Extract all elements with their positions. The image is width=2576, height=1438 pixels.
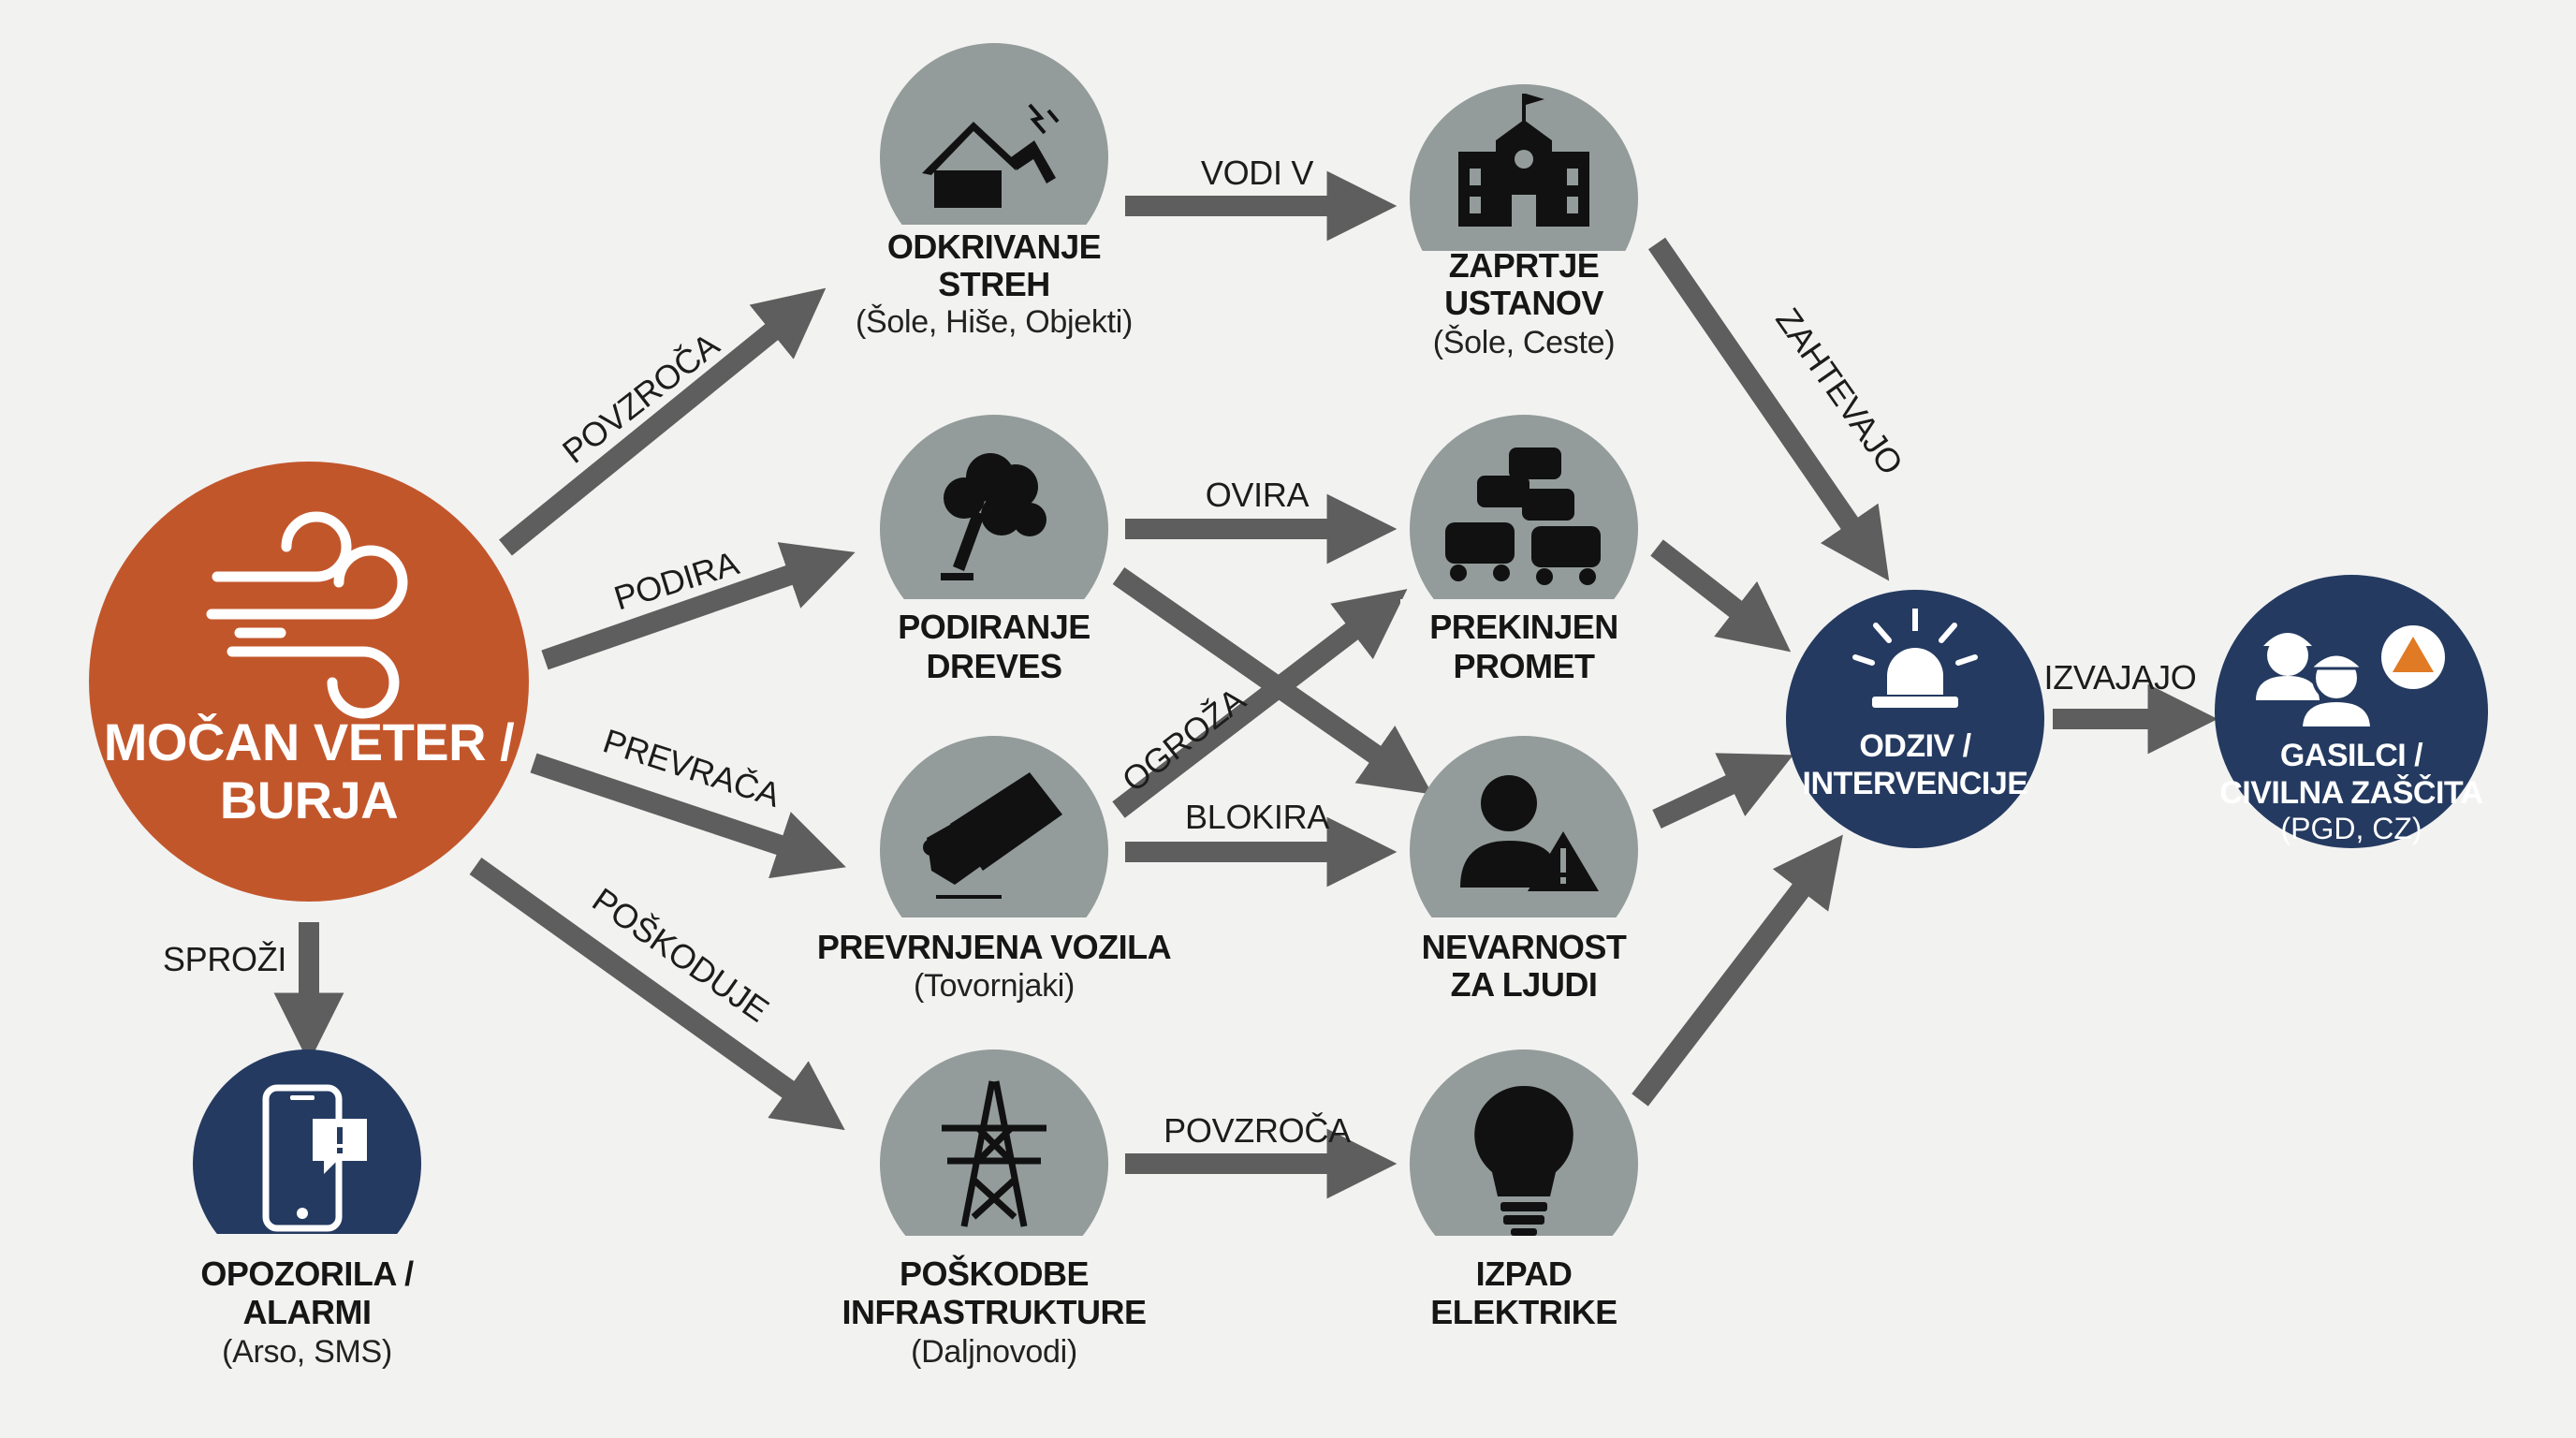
node-danger: NEVARNOST ZA LJUDI	[1400, 736, 1647, 1004]
node-title-2: DREVES	[926, 647, 1061, 685]
node-title: PREVRNJENA VOZILA	[817, 928, 1172, 966]
node-trees: PODIRANJE DREVES	[871, 415, 1118, 685]
edge-label-ovira: OVIRA	[1206, 476, 1310, 514]
power-pylon-icon	[942, 1080, 1046, 1227]
node-subtitle: (Arso, SMS)	[222, 1334, 392, 1370]
traffic-jam-icon	[1445, 448, 1601, 585]
node-title-2: STREH	[938, 265, 1050, 303]
node-title: IZPAD	[1476, 1255, 1573, 1293]
firefighters-civil-protection-icon	[2256, 625, 2445, 730]
edge-label-izvajajo: IZVAJAJO	[2044, 658, 2197, 697]
node-title-2: BURJA	[220, 770, 398, 829]
node-subtitle: (Šole, Ceste)	[1433, 325, 1616, 360]
node-subtitle: (PGD, CZ)	[2280, 812, 2422, 845]
node-title: OPOZORILA /	[200, 1255, 414, 1293]
person-warning-icon	[1460, 775, 1599, 891]
edge-label-povzroca-power: POVZROČA	[1164, 1111, 1351, 1150]
node-title: ODKRIVANJE	[887, 227, 1101, 266]
school-building-icon	[1458, 94, 1589, 227]
fallen-tree-icon	[941, 453, 1046, 580]
arrow-closure-to-response	[1647, 237, 1890, 581]
node-power: IZPAD ELEKTRIKE	[1400, 1049, 1647, 1331]
edge-label-blokira: BLOKIRA	[1185, 798, 1329, 836]
node-closure: ZAPRTJE USTANOV (Šole, Ceste)	[1400, 84, 1647, 360]
edge-label-vodi-v: VODI V	[1201, 154, 1314, 192]
node-title: MOČAN VETER /	[104, 712, 515, 771]
node-title-2: INTERVENCIJE	[1803, 766, 2028, 801]
node-title-2: USTANOV	[1444, 284, 1603, 322]
overturned-truck-icon	[923, 772, 1062, 899]
node-title: NEVARNOST	[1422, 928, 1627, 966]
node-title: GASILCI /	[2280, 738, 2423, 773]
phone-alert-icon	[262, 1084, 367, 1232]
arrows	[273, 170, 2218, 1199]
emergency-siren-icon	[1852, 609, 1978, 708]
edge-label-sprozi: SPROŽI	[163, 940, 286, 978]
node-alerts: OPOZORILA / ALARMI (Arso, SMS)	[183, 1049, 431, 1370]
node-infrastructure: POŠKODBE INFRASTRUKTURE (Daljnovodi)	[842, 1049, 1147, 1370]
arrow-wind-to-vehicles	[530, 753, 846, 879]
wind-icon	[206, 511, 408, 719]
node-subtitle: (Šole, Hiše, Objekti)	[856, 304, 1133, 340]
node-title-2: CIVILNA ZAŠČITA	[2219, 774, 2482, 811]
node-title-2: PROMET	[1453, 647, 1595, 685]
arrow-danger-to-response	[1652, 753, 1793, 829]
node-title: PODIRANJE	[898, 608, 1090, 646]
node-wind: MOČAN VETER / BURJA	[89, 462, 529, 902]
edge-label-ogroza: OGROŽA	[1115, 680, 1252, 799]
arrow-wind-to-trees	[541, 542, 856, 670]
node-title: ODZIV /	[1859, 728, 1971, 764]
node-title-2: ALARMI	[243, 1293, 372, 1331]
arrow-vehicles-to-traffic	[1112, 589, 1408, 818]
node-subtitle: (Daljnovodi)	[911, 1334, 1077, 1370]
arrow-trees-to-danger	[1112, 566, 1433, 795]
node-response: ODZIV / INTERVENCIJE	[1786, 590, 2044, 848]
node-title-2: ZA LJUDI	[1451, 965, 1598, 1004]
node-traffic: PREKINJEN PROMET	[1400, 415, 1647, 685]
arrow-wind-to-roofs	[499, 287, 827, 556]
node-vehicles: PREVRNJENA VOZILA (Tovornjaki)	[817, 736, 1172, 1004]
arrow-wind-to-infrastructure	[469, 858, 845, 1131]
arrow-traffic-to-response	[1650, 539, 1792, 653]
node-roofs: ODKRIVANJE STREH (Šole, Hiše, Objekti)	[856, 43, 1133, 340]
node-firefighters: GASILCI / CIVILNA ZAŠČITA (PGD, CZ)	[2215, 575, 2488, 848]
node-title-2: ELEKTRIKE	[1430, 1293, 1617, 1331]
damaged-roof-icon	[922, 103, 1060, 208]
node-title-2: INFRASTRUKTURE	[842, 1293, 1147, 1331]
node-title: POŠKODBE	[900, 1254, 1089, 1293]
node-title: PREKINJEN	[1429, 608, 1618, 646]
arrow-power-to-response	[1632, 834, 1843, 1107]
node-title: ZAPRTJE	[1449, 246, 1600, 285]
node-subtitle: (Tovornjaki)	[914, 968, 1075, 1004]
light-bulb-icon	[1474, 1085, 1573, 1236]
